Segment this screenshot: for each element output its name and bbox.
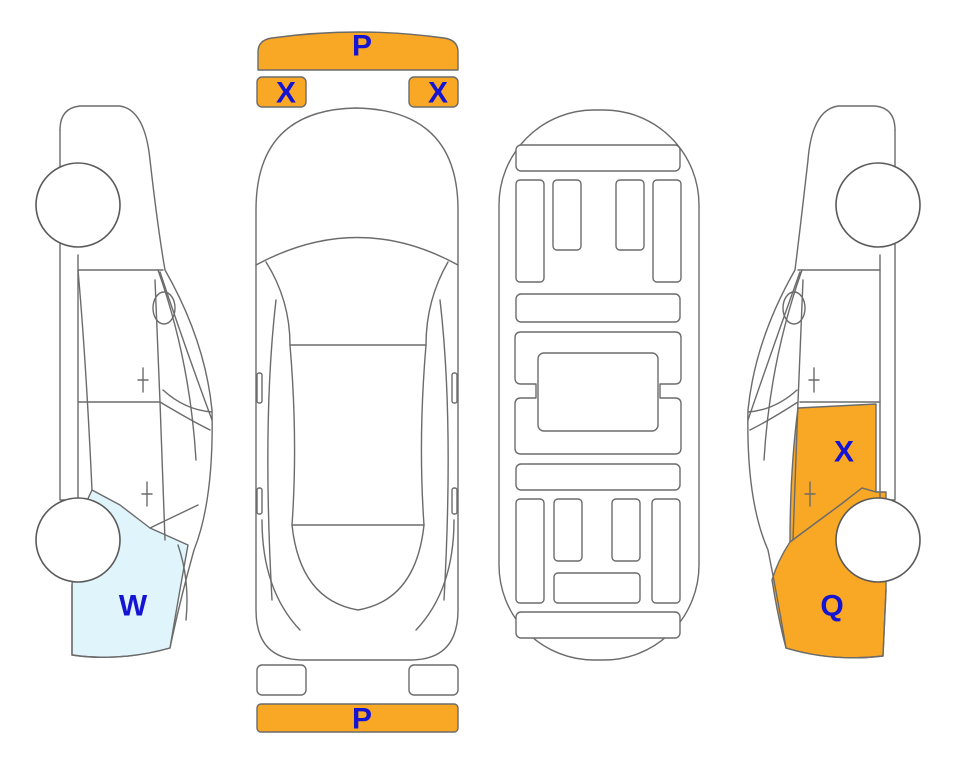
left-body-outline — [59, 105, 213, 659]
left-rear-quarter-label: W — [119, 590, 148, 623]
car-top-view: P X X P — [255, 30, 459, 736]
right-headlight-panel[interactable] — [408, 76, 459, 108]
right-rear-wheel — [835, 497, 921, 583]
car-right-side-view: X Q — [747, 105, 921, 659]
front-bumper-label: P — [352, 30, 372, 63]
left-front-wheel — [35, 162, 121, 248]
front-bumper-panel[interactable] — [257, 31, 459, 71]
left-headlight-panel[interactable] — [256, 76, 307, 108]
rear-bumper-label: P — [352, 703, 372, 736]
left-headlight-label: X — [276, 77, 296, 110]
right-rear-door-label: X — [834, 436, 854, 469]
rear-bumper-panel[interactable] — [256, 703, 459, 733]
car-left-side-view: W — [35, 105, 213, 659]
right-headlight-label: X — [428, 77, 448, 110]
right-front-wheel — [835, 162, 921, 248]
car-underbody-view — [498, 109, 700, 661]
left-rear-wheel — [35, 497, 121, 583]
right-taillight[interactable] — [408, 664, 459, 696]
right-body-outline — [747, 105, 896, 659]
right-rear-quarter-label: Q — [820, 590, 843, 623]
left-taillight[interactable] — [256, 664, 307, 696]
top-body-outline — [255, 107, 459, 661]
